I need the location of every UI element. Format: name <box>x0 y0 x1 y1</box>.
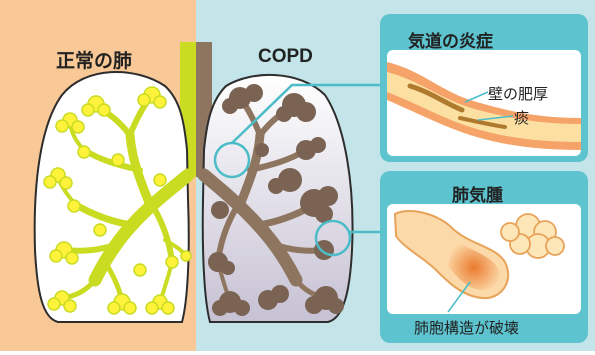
airway-panel-title: 気道の炎症 <box>408 27 493 52</box>
phlegm-label: 痰 <box>514 107 529 128</box>
emphysema-panel-title: 肺気腫 <box>452 181 503 206</box>
alveoli-destroyed-label: 肺胞構造が破壊 <box>414 317 519 338</box>
wall-thickening-label: 壁の肥厚 <box>488 83 548 104</box>
healthy-lung-label: 正常の肺 <box>56 46 132 73</box>
copd-lung-label: COPD <box>258 46 313 68</box>
